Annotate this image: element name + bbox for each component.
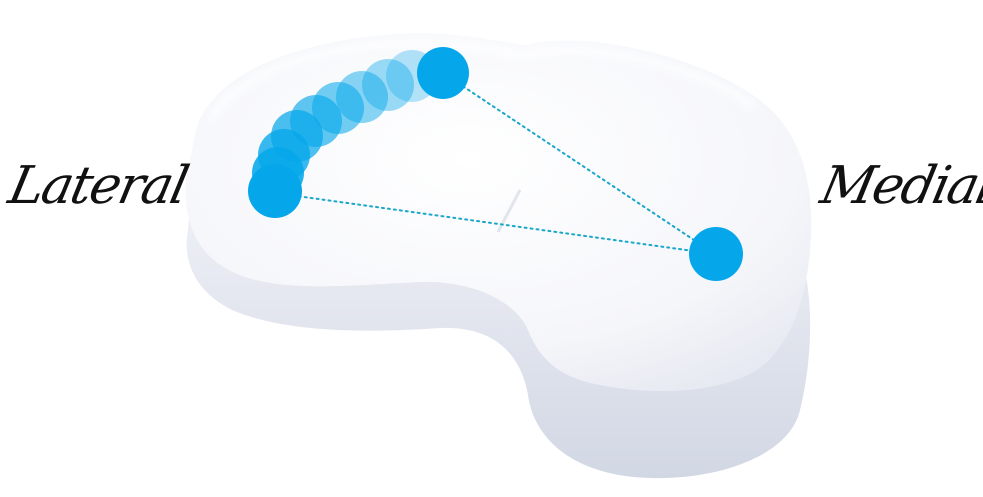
- lateral-label: Lateral: [4, 160, 191, 212]
- lateral-pivot-point: [248, 164, 302, 218]
- lateral-contact-point: [417, 47, 469, 99]
- medial-label: Medial: [816, 160, 983, 212]
- medial-pivot-point: [689, 227, 743, 281]
